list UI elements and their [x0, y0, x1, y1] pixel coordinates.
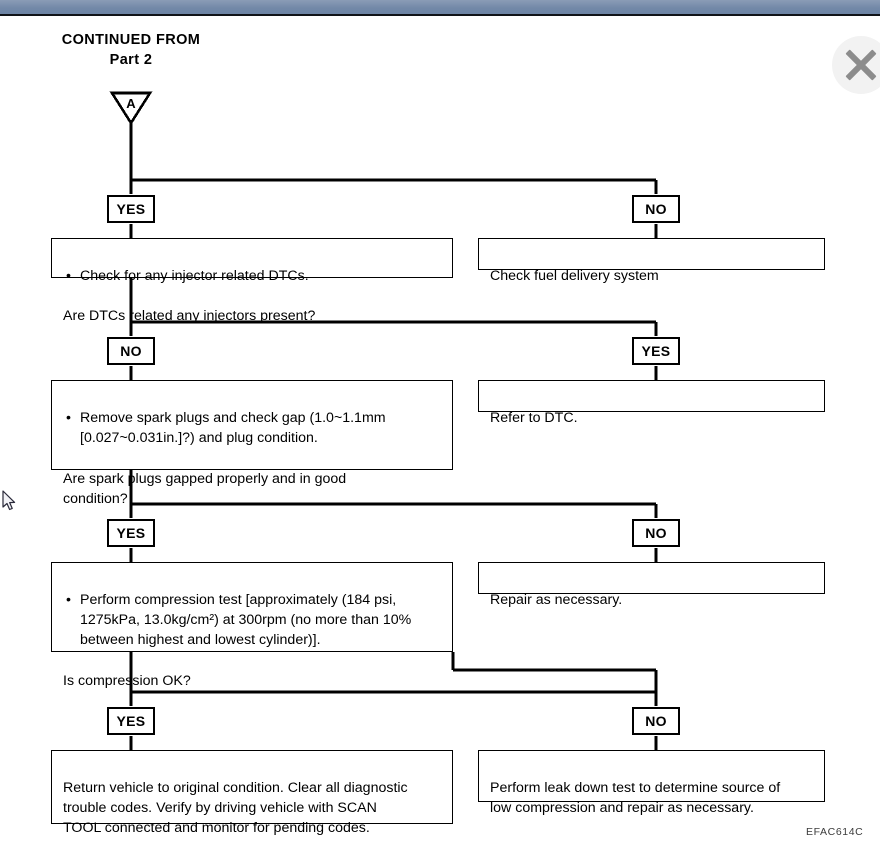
branch-tag-no-3: NO	[632, 519, 680, 547]
close-icon[interactable]	[832, 36, 880, 94]
flow-box-left-4: Return vehicle to original condition. Cl…	[51, 750, 453, 836]
flow-box-left-1: Check for any injector related DTCs. Are…	[51, 238, 453, 324]
flow-box-left-3-line-2: Is compression OK?	[63, 672, 191, 689]
branch-tag-yes-1: YES	[107, 195, 155, 223]
page-title-line-1: CONTINUED FROM	[61, 32, 201, 48]
flow-box-right-3: Repair as necessary.	[478, 562, 825, 608]
branch-tag-no-2: NO	[107, 337, 155, 365]
connector-a-label: A	[126, 96, 136, 111]
flow-box-left-4-line-1: Return vehicle to original condition. Cl…	[63, 780, 408, 837]
flowchart-diagram: CONTINUED FROM Part 2 A YES NO Check for…	[0, 18, 880, 860]
flow-box-left-3: Perform compression test [approximately …	[51, 562, 453, 689]
flow-box-left-1-line-2: Are DTCs related any injectors present?	[63, 308, 316, 325]
flow-box-left-3-line-1: Perform compression test [approximately …	[63, 590, 442, 650]
flow-box-right-2-line-1: Refer to DTC.	[490, 410, 578, 427]
flow-box-left-2-line-1: Remove spark plugs and check gap (1.0~1.…	[63, 408, 442, 448]
viewer-title-bar	[0, 0, 880, 16]
branch-tag-no-1: NO	[632, 195, 680, 223]
flow-box-left-2: Remove spark plugs and check gap (1.0~1.…	[51, 380, 453, 507]
branch-tag-no-4: NO	[632, 707, 680, 735]
flow-box-right-4: Perform leak down test to determine sour…	[478, 750, 825, 816]
flow-box-right-1: Check fuel delivery system	[478, 238, 825, 284]
page-title-line-2: Part 2	[109, 52, 153, 68]
flow-box-right-3-line-1: Repair as necessary.	[490, 592, 623, 609]
branch-tag-yes-3: YES	[107, 519, 155, 547]
flow-box-left-2-line-2: Are spark plugs gapped properly and in g…	[63, 470, 347, 507]
flow-box-right-4-line-1: Perform leak down test to determine sour…	[490, 780, 781, 817]
flow-box-left-1-line-1: Check for any injector related DTCs.	[63, 266, 442, 286]
branch-tag-yes-4: YES	[107, 707, 155, 735]
flow-box-right-1-line-1: Check fuel delivery system	[490, 268, 659, 285]
branch-tag-yes-2: YES	[632, 337, 680, 365]
flow-box-right-2: Refer to DTC.	[478, 380, 825, 426]
figure-code-label: EFAC614C	[806, 826, 864, 838]
